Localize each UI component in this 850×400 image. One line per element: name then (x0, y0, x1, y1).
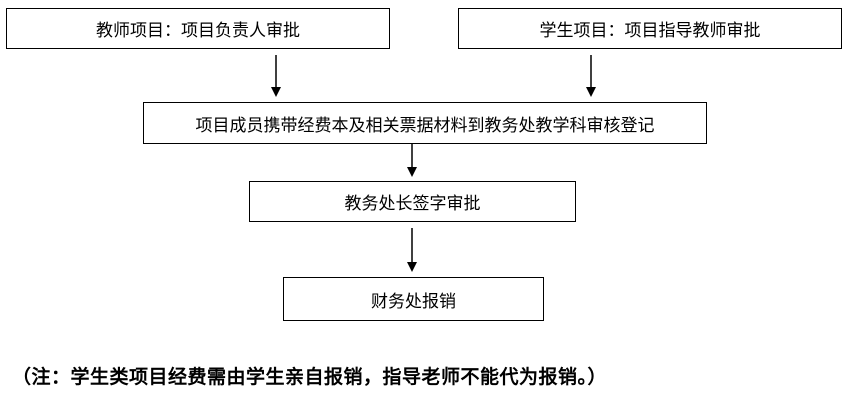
finance-label: 财务处报销 (371, 291, 456, 312)
register-label: 项目成员携带经费本及相关票据材料到教务处教学科审核登记 (195, 115, 655, 136)
student-project-box: 学生项目：项目指导教师审批 (458, 8, 842, 49)
director-sign-box: 教务处长签字审批 (249, 181, 576, 222)
teacher-project-label: 教师项目：项目负责人审批 (96, 21, 300, 41)
teacher-project-box: 教师项目：项目负责人审批 (6, 8, 390, 49)
finance-box: 财务处报销 (283, 277, 544, 321)
footnote: （注：学生类项目经费需由学生亲自报销，指导老师不能代为报销。） (12, 366, 608, 388)
director-sign-label: 教务处长签字审批 (344, 194, 481, 214)
register-box: 项目成员携带经费本及相关票据材料到教务处教学科审核登记 (143, 102, 707, 144)
student-project-label: 学生项目：项目指导教师审批 (539, 21, 761, 41)
